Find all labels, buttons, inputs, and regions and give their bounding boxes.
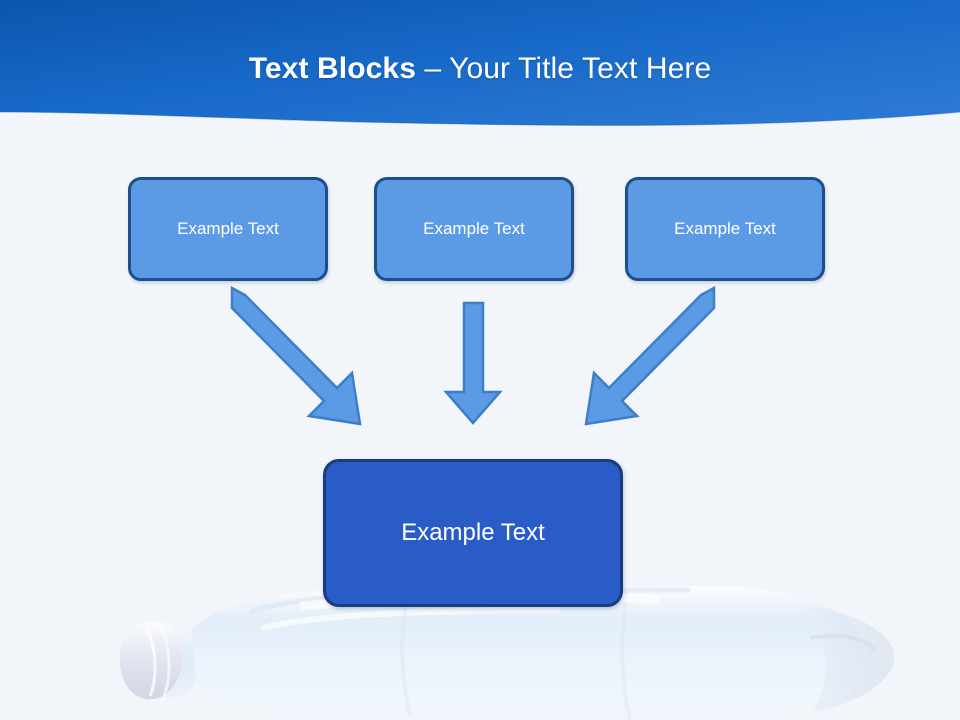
- page-title-rest: Your Title Text Here: [449, 52, 712, 85]
- text-block-1[interactable]: Example Text: [128, 177, 328, 281]
- arrow-middle-vertical: [443, 301, 503, 425]
- text-block-1-label: Example Text: [177, 219, 279, 238]
- result-block[interactable]: Example Text: [323, 459, 623, 607]
- arrow-left-diagonal: [230, 285, 362, 426]
- page-title-separator: –: [416, 52, 450, 85]
- page-title-bold: Text Blocks: [248, 52, 416, 85]
- page-title: Text Blocks – Your Title Text Here: [0, 51, 960, 87]
- text-block-2[interactable]: Example Text: [374, 177, 574, 281]
- text-block-2-label: Example Text: [423, 219, 525, 238]
- result-block-label: Example Text: [401, 519, 545, 546]
- header-band: [0, 0, 960, 132]
- arrow-right-diagonal: [584, 285, 716, 426]
- text-block-3-label: Example Text: [674, 219, 776, 238]
- text-block-3[interactable]: Example Text: [625, 177, 825, 281]
